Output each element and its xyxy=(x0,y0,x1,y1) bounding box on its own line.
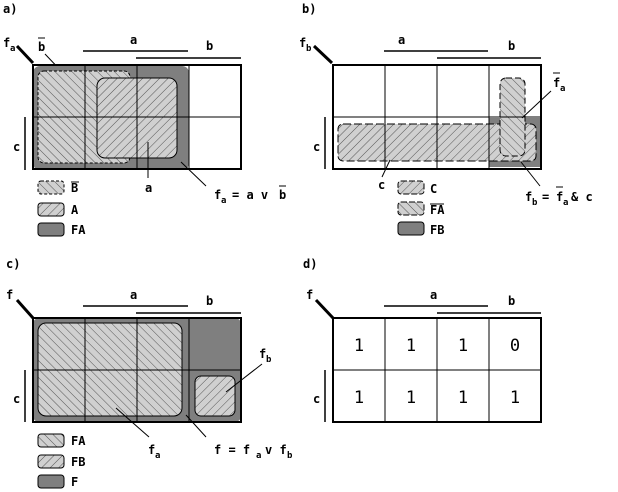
panel-d-var-a: a xyxy=(430,288,437,302)
panel-d-tag: d) xyxy=(303,257,317,271)
panel-c-fb-sub: b xyxy=(266,355,272,365)
panel-a-corner-line xyxy=(15,44,35,65)
panel-c-leader-f xyxy=(185,414,207,438)
panel-d-cell: 1 xyxy=(510,388,520,408)
panel-c-legend-1: FA xyxy=(71,434,86,448)
panel-b-var-c: c xyxy=(313,140,320,154)
panel-a: a) f a a b b c a f a = a v b xyxy=(3,2,286,237)
panel-b-eq-rest: & c xyxy=(571,190,593,204)
panel-c-region-fb xyxy=(194,375,236,417)
panel-b-leader-fa xyxy=(521,90,552,119)
panel-b-legend-3: FB xyxy=(430,223,444,237)
panel-c: c) f a b c f b f a f = f a v f b xyxy=(6,257,293,489)
panel-c-fb-label: f xyxy=(259,347,266,361)
panel-a-eq-sub: a xyxy=(221,196,226,206)
panel-c-legend-2: FB xyxy=(71,455,85,469)
panel-a-legend-swatch-3 xyxy=(37,222,65,237)
panel-a-var-c: c xyxy=(13,140,20,154)
panel-c-eq-sub2: b xyxy=(287,451,293,461)
panel-c-legend-swatch-2 xyxy=(37,454,65,469)
panel-b-leader-c xyxy=(381,159,391,178)
panel-a-legend-1: B xyxy=(71,181,78,195)
panel-d-func: f xyxy=(306,288,313,302)
panel-a-eq-b: b xyxy=(279,188,286,202)
panel-b-legend-1: C xyxy=(430,182,437,196)
panel-c-func: f xyxy=(6,288,13,302)
panel-c-eq-v: v f xyxy=(265,443,287,457)
panel-b-eq-eq: = xyxy=(542,190,549,204)
panel-d-cell: 1 xyxy=(354,388,364,408)
panel-a-func-sub: a xyxy=(10,44,15,54)
panel-a-legend-3: FA xyxy=(71,223,86,237)
panel-a-legend-swatch-1 xyxy=(37,180,65,195)
panel-a-var-a: a xyxy=(130,33,137,47)
panel-b-leader-c-text: c xyxy=(378,178,385,192)
panel-a-var-b: b xyxy=(206,39,213,53)
panel-b-func-sub: b xyxy=(306,44,312,54)
panel-d: d) f a b c 1 1 1 0 1 1 1 1 xyxy=(303,257,542,423)
panel-b-legend-swatch-1 xyxy=(397,180,425,195)
panel-a-leader-a-text: a xyxy=(145,181,152,195)
panel-c-fa-sub: a xyxy=(155,451,160,461)
panel-d-var-b: b xyxy=(508,294,515,308)
panel-c-eq-sub1: a xyxy=(256,451,261,461)
panel-a-tag: a) xyxy=(3,2,17,16)
panel-b-corner-line xyxy=(312,44,334,65)
panel-a-notb-label: b xyxy=(38,40,45,54)
panel-a-eq-f: f xyxy=(214,188,221,202)
panel-b-legend-swatch-2 xyxy=(397,201,425,216)
panel-c-corner-line xyxy=(15,299,35,319)
panel-b-legend-2: FA xyxy=(430,203,445,217)
panel-a-legend-2: A xyxy=(71,203,79,217)
panel-b-tag: b) xyxy=(302,2,316,16)
panel-b-eq-sub: b xyxy=(532,198,538,208)
panel-b-eq-fa: f xyxy=(556,190,563,204)
panel-b-legend-swatch-3 xyxy=(397,221,425,236)
panel-b-eq-fa-sub: a xyxy=(563,198,568,208)
panel-c-fa-label: f xyxy=(148,443,155,457)
panel-c-legend-swatch-3 xyxy=(37,474,65,489)
panel-c-tag: c) xyxy=(6,257,20,271)
panel-c-legend-swatch-1 xyxy=(37,433,65,448)
panel-a-legend-swatch-2 xyxy=(37,202,65,217)
panel-a-leader-fa xyxy=(180,161,207,187)
panel-a-func: f xyxy=(3,36,10,50)
panel-b: b) f b a b c f a c f b = f a xyxy=(299,2,593,237)
panel-c-leader-fa xyxy=(115,407,150,438)
panel-c-var-c: c xyxy=(13,392,20,406)
panel-b-var-b: b xyxy=(508,39,515,53)
panel-b-eq-f: f xyxy=(525,190,532,204)
panel-d-cell: 1 xyxy=(458,388,468,408)
panel-d-cell: 1 xyxy=(354,336,364,356)
panel-c-var-a: a xyxy=(130,288,137,302)
panel-b-leader-fb xyxy=(520,161,541,187)
panel-c-eq-lhs: f = f xyxy=(214,443,250,457)
panel-c-leader-fb xyxy=(225,363,263,393)
panel-a-eq-rest: = a v xyxy=(232,188,268,202)
panel-d-var-c: c xyxy=(313,392,320,406)
panel-d-cell: 1 xyxy=(458,336,468,356)
panel-d-corner-line xyxy=(314,298,335,320)
panel-b-func: f xyxy=(299,36,306,50)
panel-b-fa-label: f xyxy=(553,76,560,90)
panel-c-legend-3: F xyxy=(71,475,78,489)
panel-b-fa-sub: a xyxy=(560,84,565,94)
panel-d-cell: 1 xyxy=(406,388,416,408)
panel-c-var-b: b xyxy=(206,294,213,308)
panel-d-cell: 0 xyxy=(510,336,520,356)
panel-b-var-a: a xyxy=(398,33,405,47)
panel-d-cell: 1 xyxy=(406,336,416,356)
